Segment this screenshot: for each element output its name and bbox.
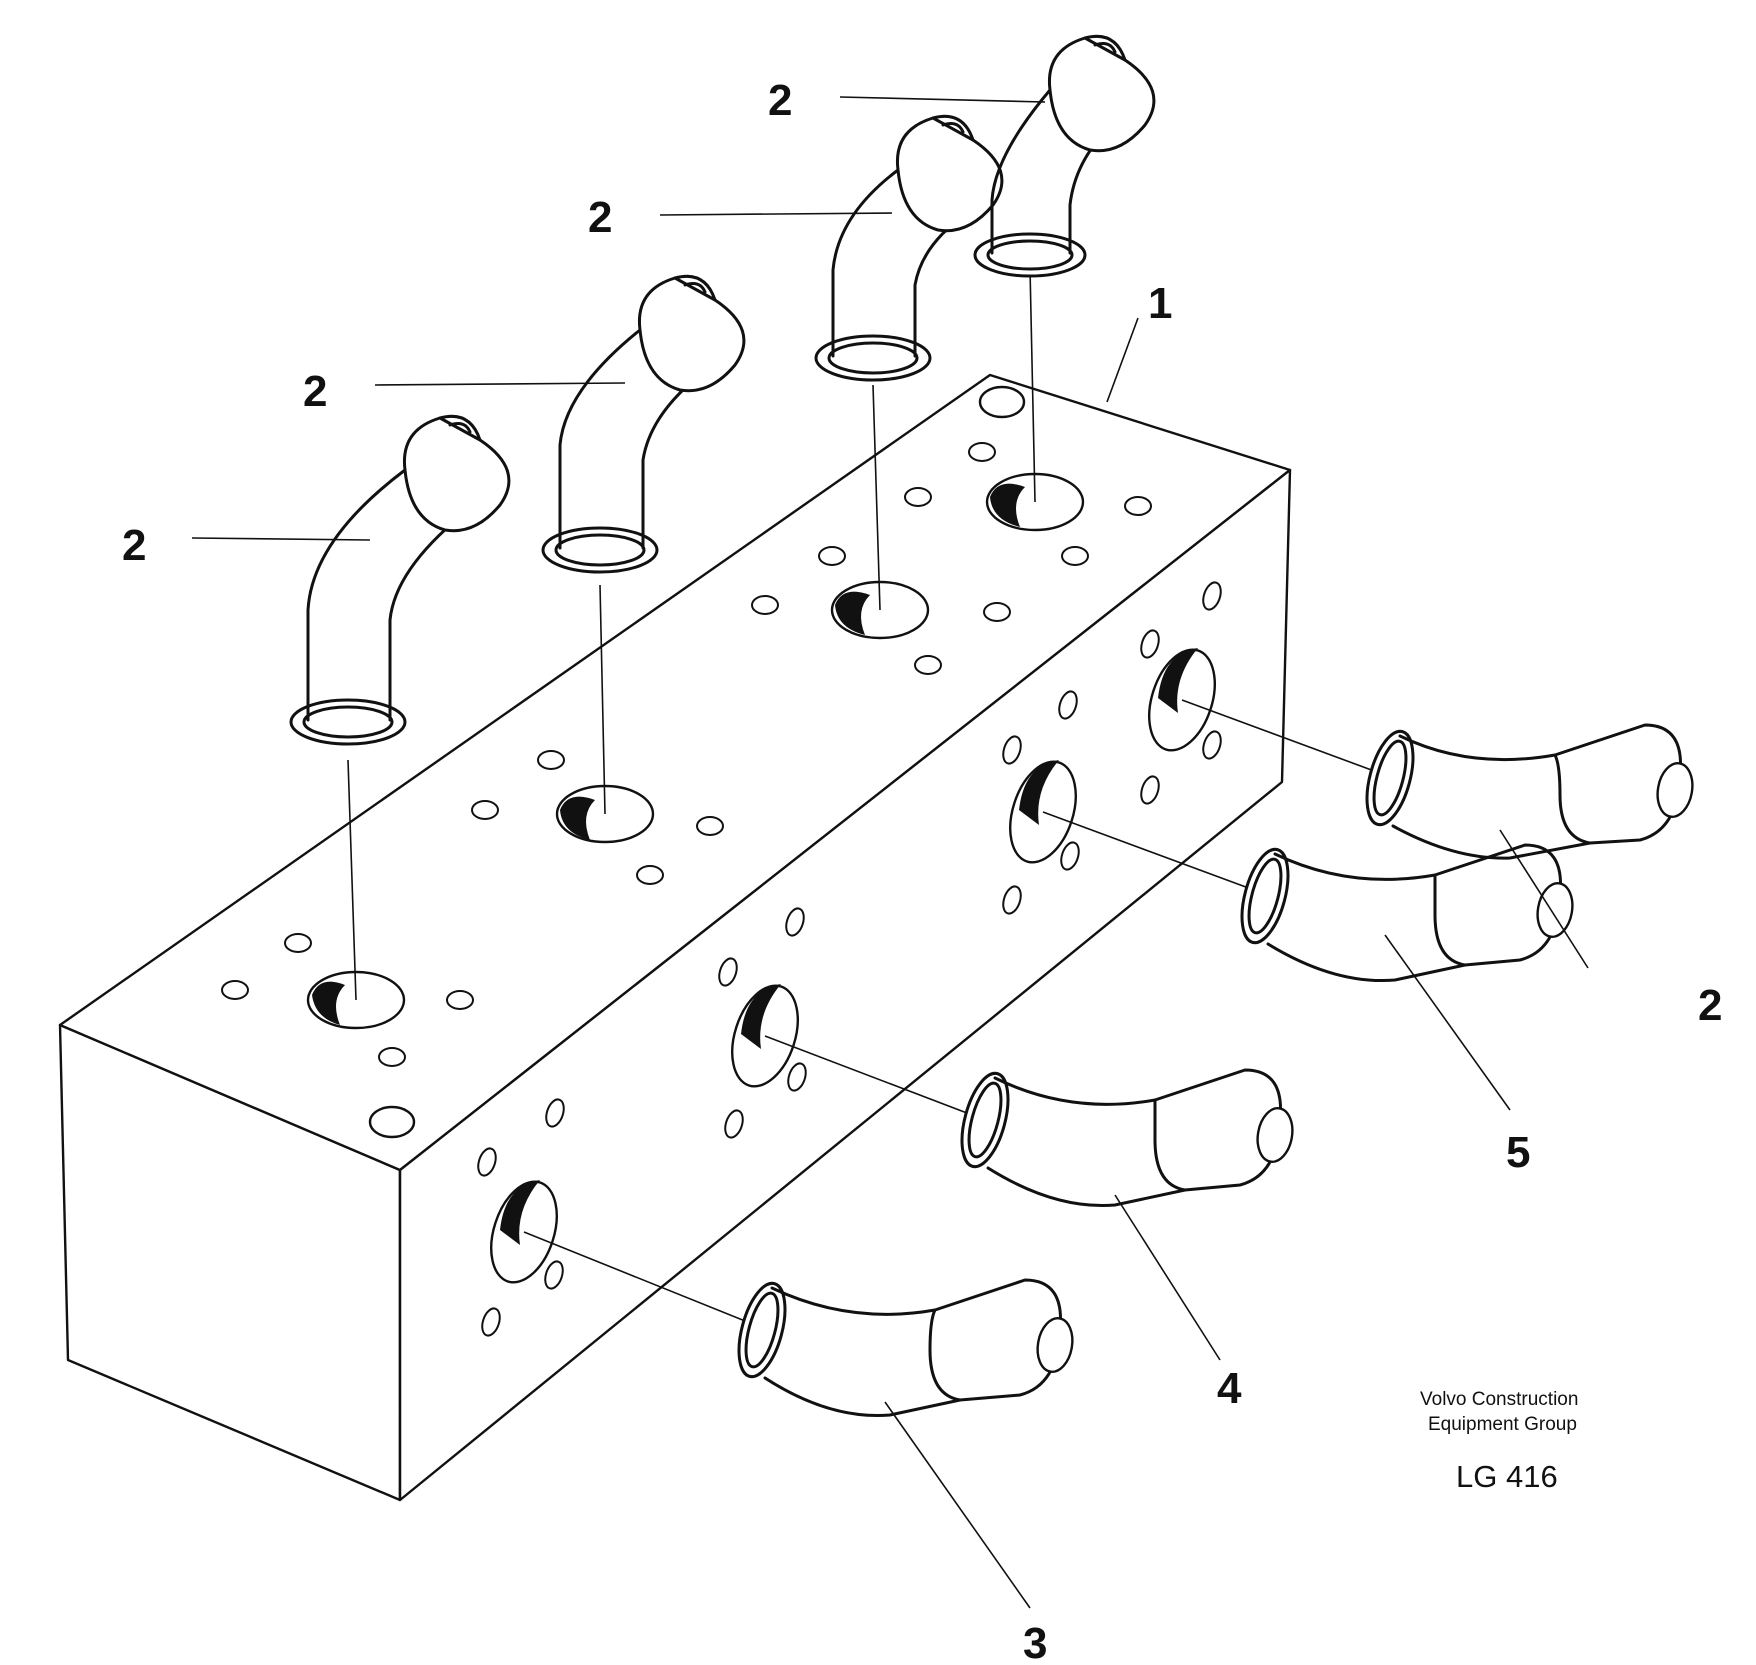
side-pipe-3 (737, 1278, 1074, 1418)
bolt-holes-top (221, 442, 1152, 1067)
plug-hole (368, 1105, 416, 1139)
credit-line-1: Volvo Construction (1420, 1389, 1578, 1410)
callout-top-4: 2 (768, 76, 792, 125)
drawing-code: LG 416 (1456, 1459, 1558, 1494)
manifold-block (58, 373, 1292, 1502)
callout-side-4: 4 (1217, 1364, 1242, 1413)
callout-side-5: 5 (1506, 1128, 1530, 1177)
side-pipe-2 (1365, 723, 1694, 860)
top-pipe (814, 114, 1004, 382)
plug-hole (978, 385, 1026, 419)
top-port (830, 580, 930, 640)
leader-lines (191, 96, 1589, 1609)
credit-line-2: Equipment Group (1428, 1414, 1577, 1435)
callout-top-3: 2 (588, 193, 612, 242)
top-pipe (541, 274, 746, 574)
assembly-lines (347, 267, 1386, 1328)
callout-block: 1 (1148, 279, 1172, 328)
top-pipe (289, 414, 511, 746)
callout-top-1: 2 (122, 521, 146, 570)
callout-side-right: 2 (1698, 981, 1722, 1030)
side-pipe-4 (960, 1068, 1294, 1208)
top-pipe (973, 34, 1156, 278)
bolt-holes-side (477, 581, 1222, 1337)
side-pipe-5 (1240, 843, 1574, 983)
callout-top-2: 2 (303, 367, 327, 416)
callout-side-3: 3 (1023, 1619, 1047, 1665)
